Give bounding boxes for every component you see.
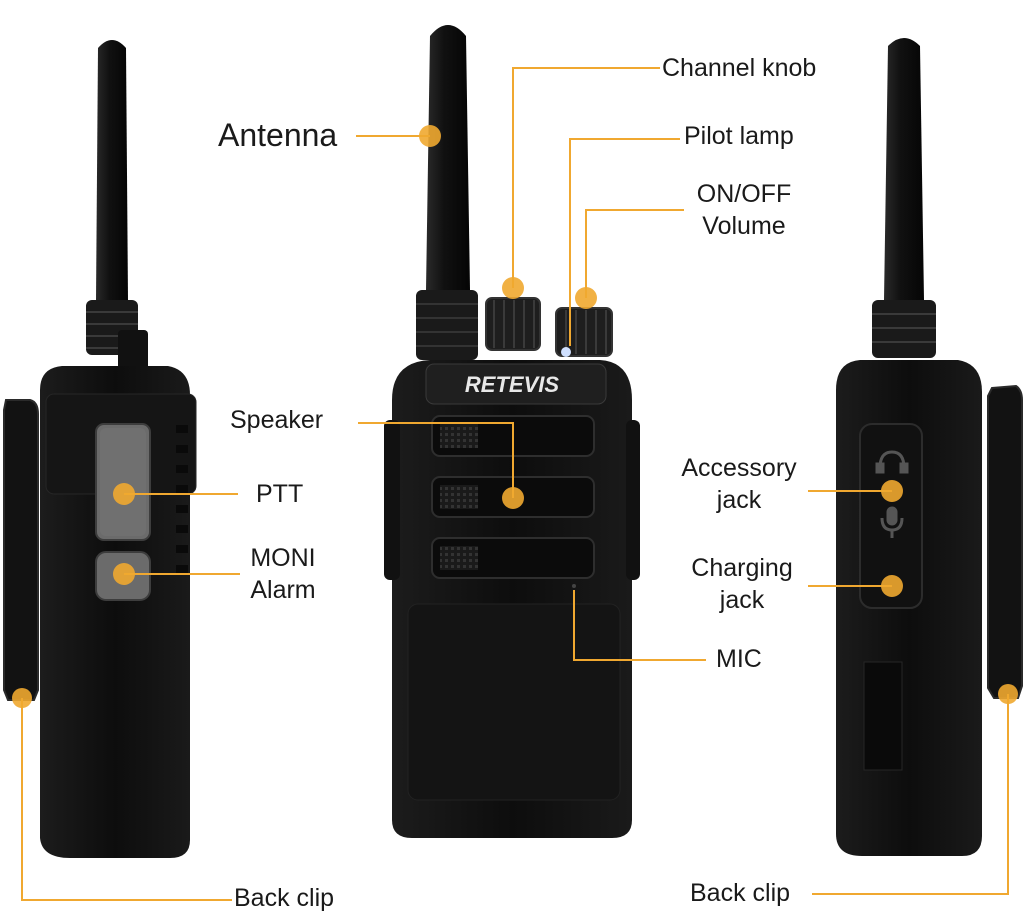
label-charging: Charging — [691, 554, 793, 582]
right-radio-side-view — [836, 38, 1023, 856]
volume-dot — [575, 287, 597, 309]
label-back-clip-right: Back clip — [690, 879, 791, 907]
ptt-button — [95, 423, 151, 541]
mic-hole — [572, 584, 576, 588]
center-antenna — [426, 25, 470, 290]
speaker-grille — [431, 415, 595, 579]
label-antenna: Antenna — [218, 117, 338, 153]
label-alarm: Alarm — [250, 576, 316, 604]
label-pilot-lamp: Pilot lamp — [684, 122, 794, 150]
label-mic: MIC — [716, 645, 762, 673]
accessory-jack-dot — [881, 480, 903, 502]
brand-plate — [425, 363, 607, 405]
ptt-dot — [113, 483, 135, 505]
label-channel-knob: Channel knob — [662, 54, 817, 82]
headphone-icon — [875, 450, 909, 474]
charging-jack-dot — [881, 575, 903, 597]
right-antenna — [884, 38, 924, 300]
label-back-clip-left: Back clip — [234, 884, 335, 912]
front-lower-panel — [407, 603, 621, 801]
label-moni: MONI — [250, 544, 316, 572]
label-volume: Volume — [702, 212, 786, 240]
label-accessory-jack-word: jack — [716, 486, 762, 514]
label-speaker: Speaker — [230, 406, 324, 434]
label-accessory-jack: Accessory jack — [672, 452, 806, 516]
channel-knob-dot — [502, 277, 524, 299]
brand-logo: RETEVIS — [465, 372, 559, 397]
label-charging-jack-word: jack — [719, 586, 765, 614]
label-moni-alarm: MONI Alarm — [238, 542, 328, 606]
callout-dots — [12, 125, 1018, 708]
center-radio-front-view: RETEVIS — [384, 25, 640, 838]
label-ptt: PTT — [256, 480, 304, 508]
pilot-lamp-led — [561, 347, 571, 357]
right-back-clip — [987, 384, 1023, 699]
moni-dot — [113, 563, 135, 585]
label-on-off: ON/OFF — [696, 180, 792, 208]
left-radio-side-view — [3, 40, 197, 858]
back-clip-left-dot — [12, 688, 32, 708]
left-back-clip — [3, 399, 39, 701]
back-clip-right-dot — [998, 684, 1018, 704]
speaker-dot — [502, 487, 524, 509]
left-antenna — [96, 40, 128, 300]
label-charging-jack: Charging jack — [680, 552, 804, 616]
antenna-dot — [419, 125, 441, 147]
label-window — [863, 661, 903, 771]
label-on-off-volume: ON/OFF Volume — [686, 178, 802, 242]
callout-leaders — [21, 67, 1009, 901]
microphone-icon — [880, 506, 904, 538]
label-accessory: Accessory — [681, 454, 797, 482]
